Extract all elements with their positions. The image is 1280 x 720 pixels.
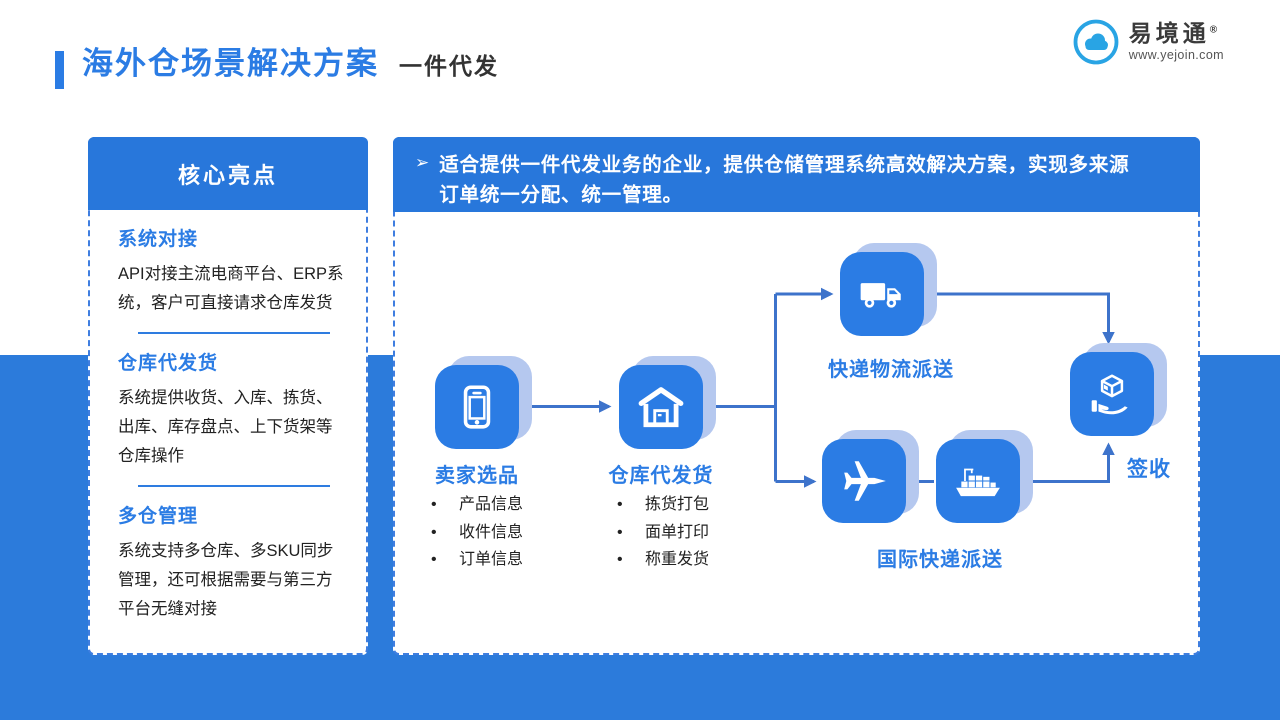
list-item: •面单打印 [617, 519, 709, 547]
list-item: •产品信息 [431, 491, 523, 519]
section-divider [138, 485, 330, 487]
intro-line-2: 订单统一分配、统一管理。 [439, 184, 683, 206]
logo-name: 易境通® [1128, 20, 1218, 47]
warehouse-icon [619, 365, 703, 449]
bullet-icon: • [431, 496, 437, 513]
intro-line-1: 适合提供一件代发业务的企业，提供仓储管理系统高效解决方案，实现多来源 [439, 154, 1130, 176]
list-item: •拣货打包 [617, 491, 709, 519]
bullet-icon: • [617, 496, 623, 513]
sidebar-section-system: 系统对接 API对接主流电商平台、ERP系统，客户可直接请求仓库发货 [90, 210, 366, 334]
section-title: 仓库代发货 [118, 353, 219, 374]
receive-node [1070, 343, 1167, 436]
bullet-icon: • [431, 551, 437, 568]
ship-icon [936, 439, 1020, 523]
solution-panel: ➢ 适合提供一件代发业务的企业，提供仓储管理系统高效解决方案，实现多来源 订单统… [393, 137, 1200, 655]
list-item: •订单信息 [431, 546, 523, 574]
truck-icon [840, 252, 924, 336]
phone-icon [435, 365, 519, 449]
section-body: 系统支持多仓库、多SKU同步管理，还可根据需要与第三方平台无缝对接 [118, 542, 334, 618]
intl-plane-node [822, 430, 919, 523]
bullet-icon: • [431, 523, 437, 541]
brand-logo: 易境通® www.yejoin.com [1072, 18, 1224, 66]
sidebar-section-warehouse: 仓库代发货 系统提供收货、入库、拣货、出库、库存盘点、上下货架等仓库操作 [90, 334, 366, 487]
bullet-icon: • [617, 551, 623, 568]
title-accent-bar [55, 51, 64, 89]
core-highlights-card: 核心亮点 系统对接 API对接主流电商平台、ERP系统，客户可直接请求仓库发货 … [88, 137, 368, 655]
section-body: API对接主流电商平台、ERP系统，客户可直接请求仓库发货 [118, 265, 344, 312]
seller-bullet-list: •产品信息 •收件信息 •订单信息 [431, 491, 523, 574]
section-title: 多仓管理 [118, 506, 199, 527]
warehouse-node [619, 356, 716, 449]
seller-label: 卖家选品 [435, 465, 519, 487]
list-item: •收件信息 [431, 519, 523, 547]
cloud-logo-icon [1073, 19, 1119, 65]
intl-ship-node [936, 430, 1033, 523]
list-item: •称重发货 [617, 546, 709, 574]
panel-intro: ➢ 适合提供一件代发业务的企业，提供仓储管理系统高效解决方案，实现多来源 订单统… [393, 137, 1200, 212]
warehouse-bullet-list: •拣货打包 •面单打印 •称重发货 [617, 491, 709, 574]
seller-node [435, 356, 532, 449]
express-label: 快递物流派送 [828, 359, 954, 381]
logo-url: www.yejoin.com [1128, 47, 1224, 62]
sidebar-header: 核心亮点 [88, 137, 368, 210]
panel-intro-text: 适合提供一件代发业务的企业，提供仓储管理系统高效解决方案，实现多来源 订单统一分… [439, 150, 1129, 210]
section-divider [138, 332, 330, 334]
arrow-bullet-icon: ➢ [415, 153, 430, 172]
logo-text: 易境通® www.yejoin.com [1129, 21, 1224, 62]
section-body: 系统提供收货、入库、拣货、出库、库存盘点、上下货架等仓库操作 [118, 389, 333, 465]
page-subtitle: 一件代发 [399, 53, 499, 80]
page-title: 海外仓场景解决方案 [82, 46, 379, 81]
intl-label: 国际快递派送 [877, 549, 1003, 571]
registered-mark: ® [1209, 24, 1218, 36]
warehouse-label: 仓库代发货 [608, 465, 714, 487]
plane-icon [822, 439, 906, 523]
sidebar-section-multiwarehouse: 多仓管理 系统支持多仓库、多SKU同步管理，还可根据需要与第三方平台无缝对接 [90, 487, 366, 624]
hand-box-icon [1070, 352, 1154, 436]
page-title-row: 海外仓场景解决方案 一件代发 [82, 44, 499, 84]
section-title: 系统对接 [118, 229, 199, 250]
bullet-icon: • [617, 523, 623, 541]
receive-label: 签收 [1127, 458, 1171, 481]
express-node [840, 243, 937, 336]
